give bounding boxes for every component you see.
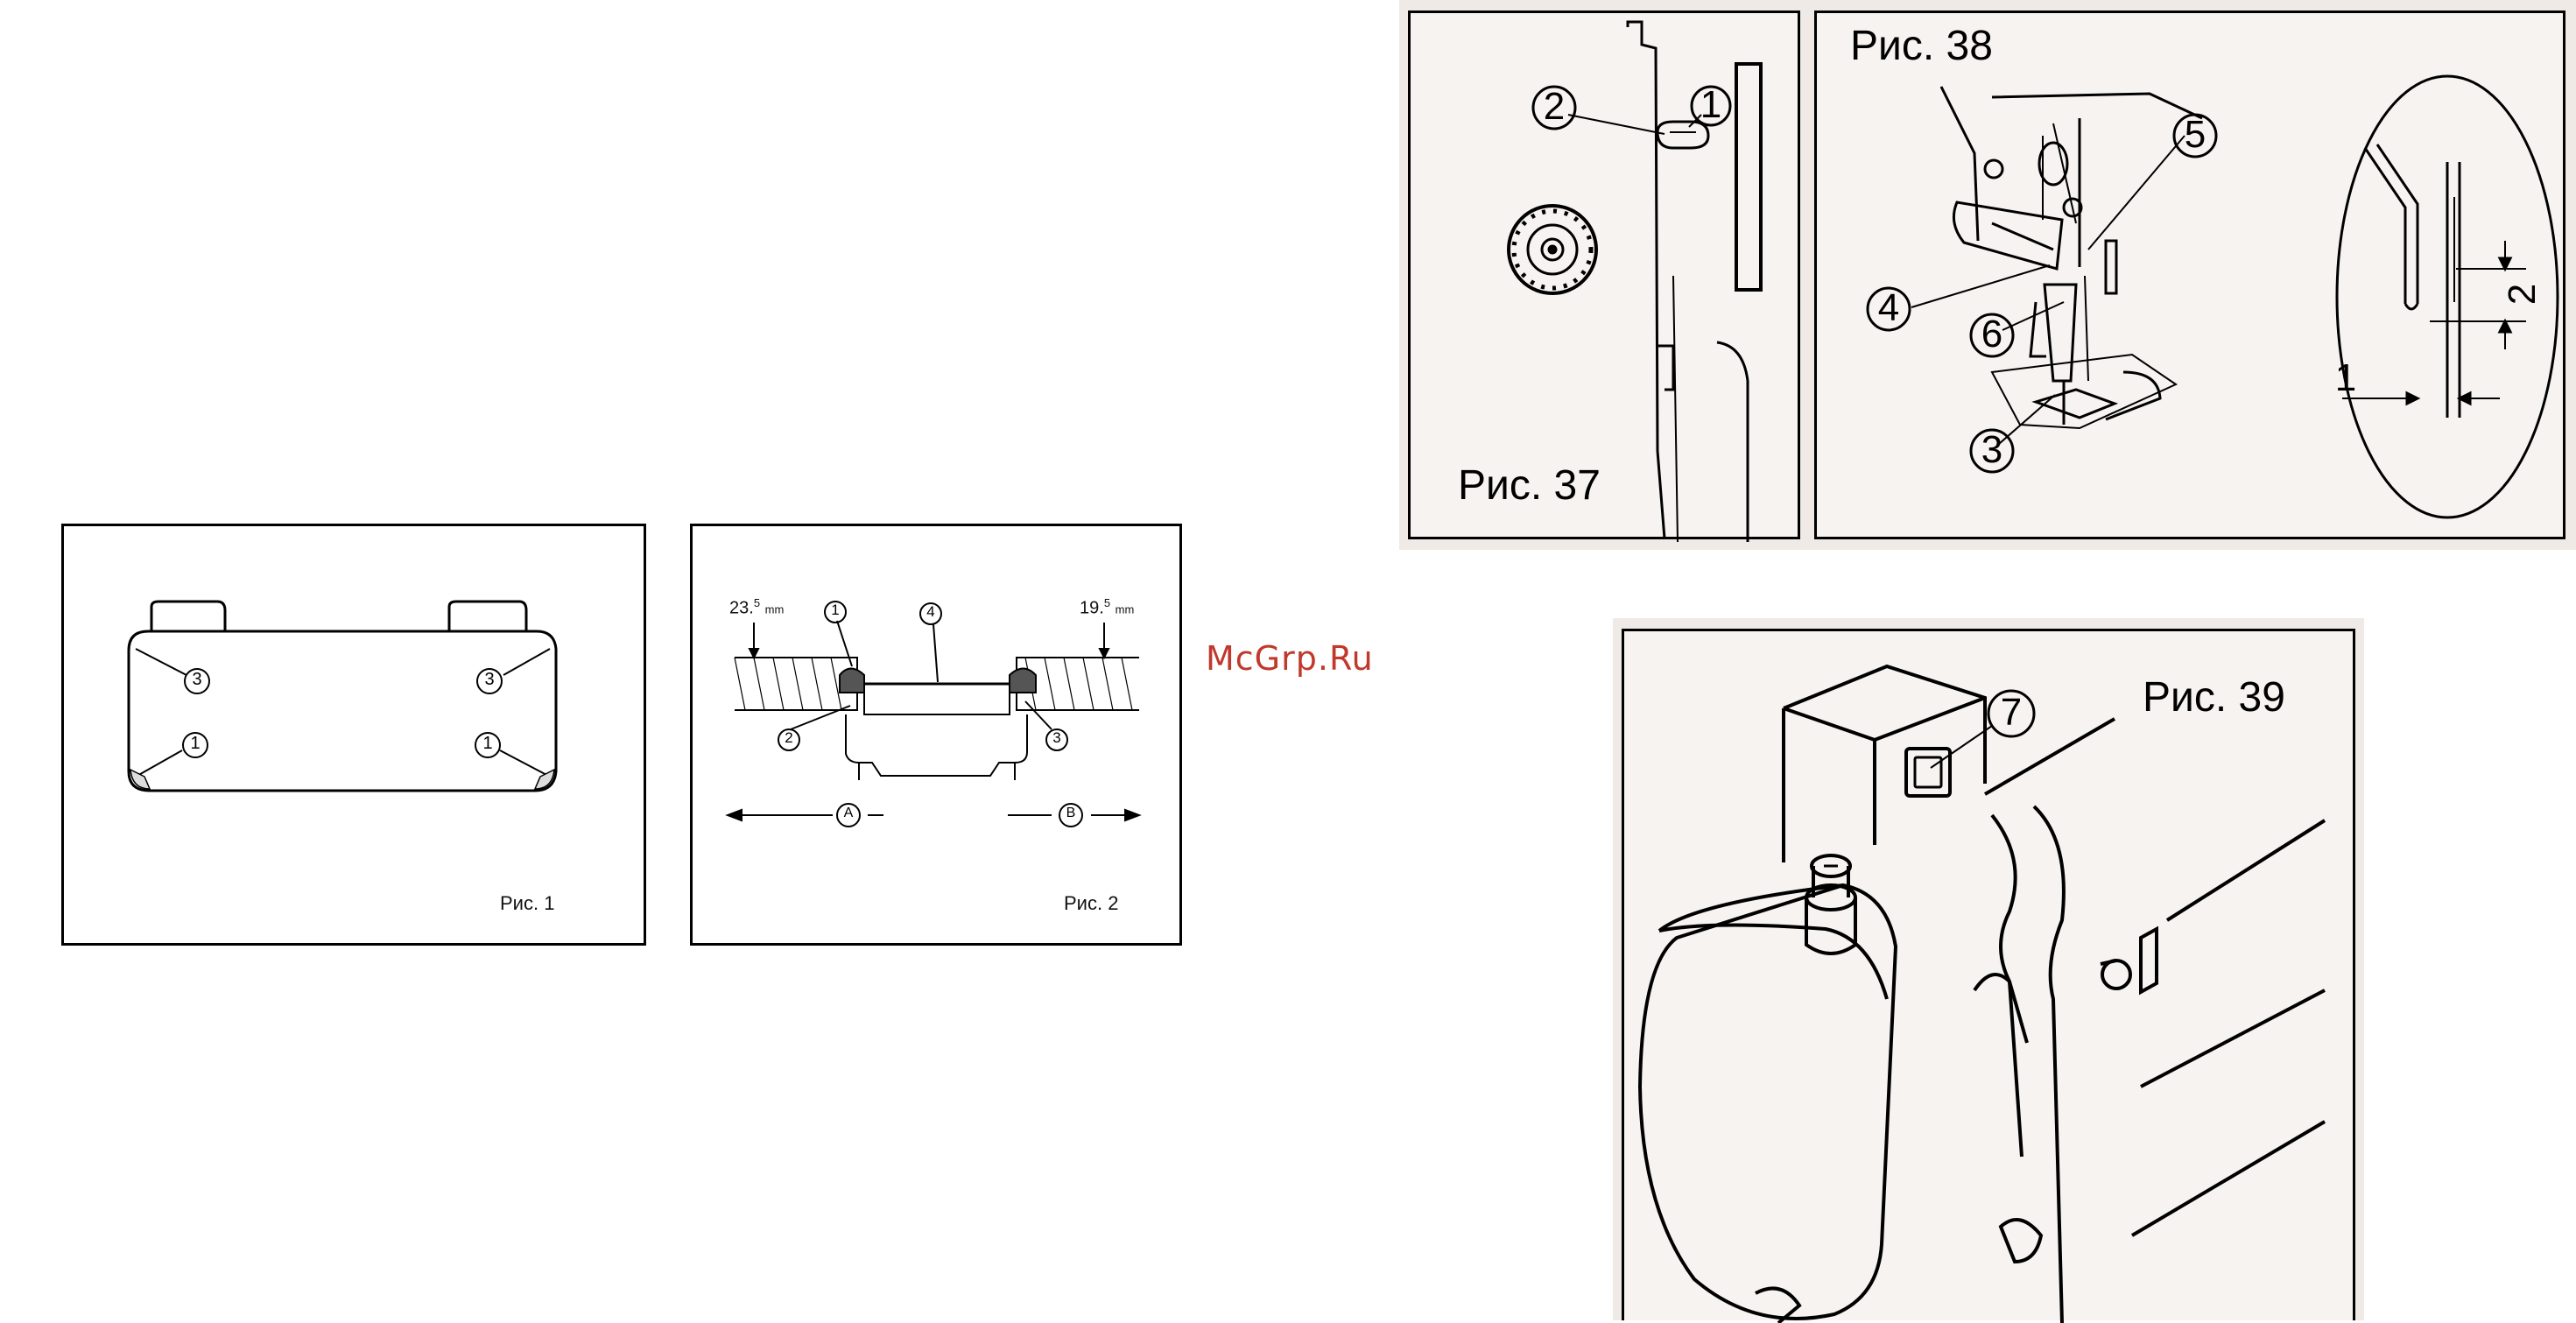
fig1-label-3-left: 3 <box>185 670 209 690</box>
fig2-dim-right-value: 19. <box>1080 599 1104 618</box>
figure-38: 5 4 6 3 2 1 Рис. 38 <box>1814 11 2565 539</box>
fig2-dim-right: 19.5 mm <box>1080 596 1134 619</box>
fig38-caption: Рис. 38 <box>1850 22 1993 70</box>
fig38-label-3: 3 <box>1967 428 2016 472</box>
fig2-arrow-label-a: A <box>835 806 862 821</box>
figure-37: 2 1 Рис. 37 <box>1408 11 1800 539</box>
figure-1-drawing <box>64 526 649 948</box>
fig2-caption: Рис. 2 <box>1064 892 1118 915</box>
fig1-label-3-right: 3 <box>477 670 502 690</box>
fig2-dim-right-sup: 5 <box>1104 596 1110 609</box>
fig2-dim-right-unit: mm <box>1116 603 1135 616</box>
figure-39: 7 Рис. 39 <box>1622 629 2355 1320</box>
fig1-caption: Рис. 1 <box>500 892 554 915</box>
fig38-detail-label-2: 2 <box>2501 270 2544 319</box>
watermark-text: McGrp.Ru <box>1206 639 1374 678</box>
fig2-dim-left-sup: 5 <box>754 596 760 609</box>
fig37-label-1: 1 <box>1686 83 1735 127</box>
fig2-dim-left-value: 23. <box>729 599 754 618</box>
fig38-label-6: 6 <box>1967 313 2016 356</box>
fig2-dim-left-unit: mm <box>765 603 785 616</box>
fig37-label-2: 2 <box>1530 85 1579 129</box>
fig1-label-1-right: 1 <box>475 734 500 754</box>
figure-2-drawing <box>693 526 1185 948</box>
fig39-caption: Рис. 39 <box>2143 673 2285 721</box>
fig38-label-4: 4 <box>1864 286 1913 330</box>
fig38-label-5: 5 <box>2171 113 2220 157</box>
figure-38-drawing <box>1817 13 2568 542</box>
fig38-detail-label-1: 1 <box>2321 356 2370 400</box>
fig2-label-1: 1 <box>823 602 848 619</box>
fig2-dim-left: 23.5 mm <box>729 596 784 619</box>
fig37-caption: Рис. 37 <box>1458 461 1601 510</box>
fig39-label-7: 7 <box>1987 691 2036 735</box>
figure-2: 23.5 mm 19.5 mm 1 4 2 3 A B Рис. 2 <box>690 524 1182 946</box>
fig2-label-3: 3 <box>1045 729 1069 747</box>
fig2-label-2: 2 <box>777 729 801 747</box>
figure-39-drawing <box>1624 631 2358 1323</box>
figure-1: 3 1 3 1 Рис. 1 <box>61 524 646 946</box>
fig2-arrow-label-b: B <box>1058 806 1084 821</box>
fig1-label-1-left: 1 <box>183 734 208 754</box>
fig2-label-4: 4 <box>918 603 943 621</box>
